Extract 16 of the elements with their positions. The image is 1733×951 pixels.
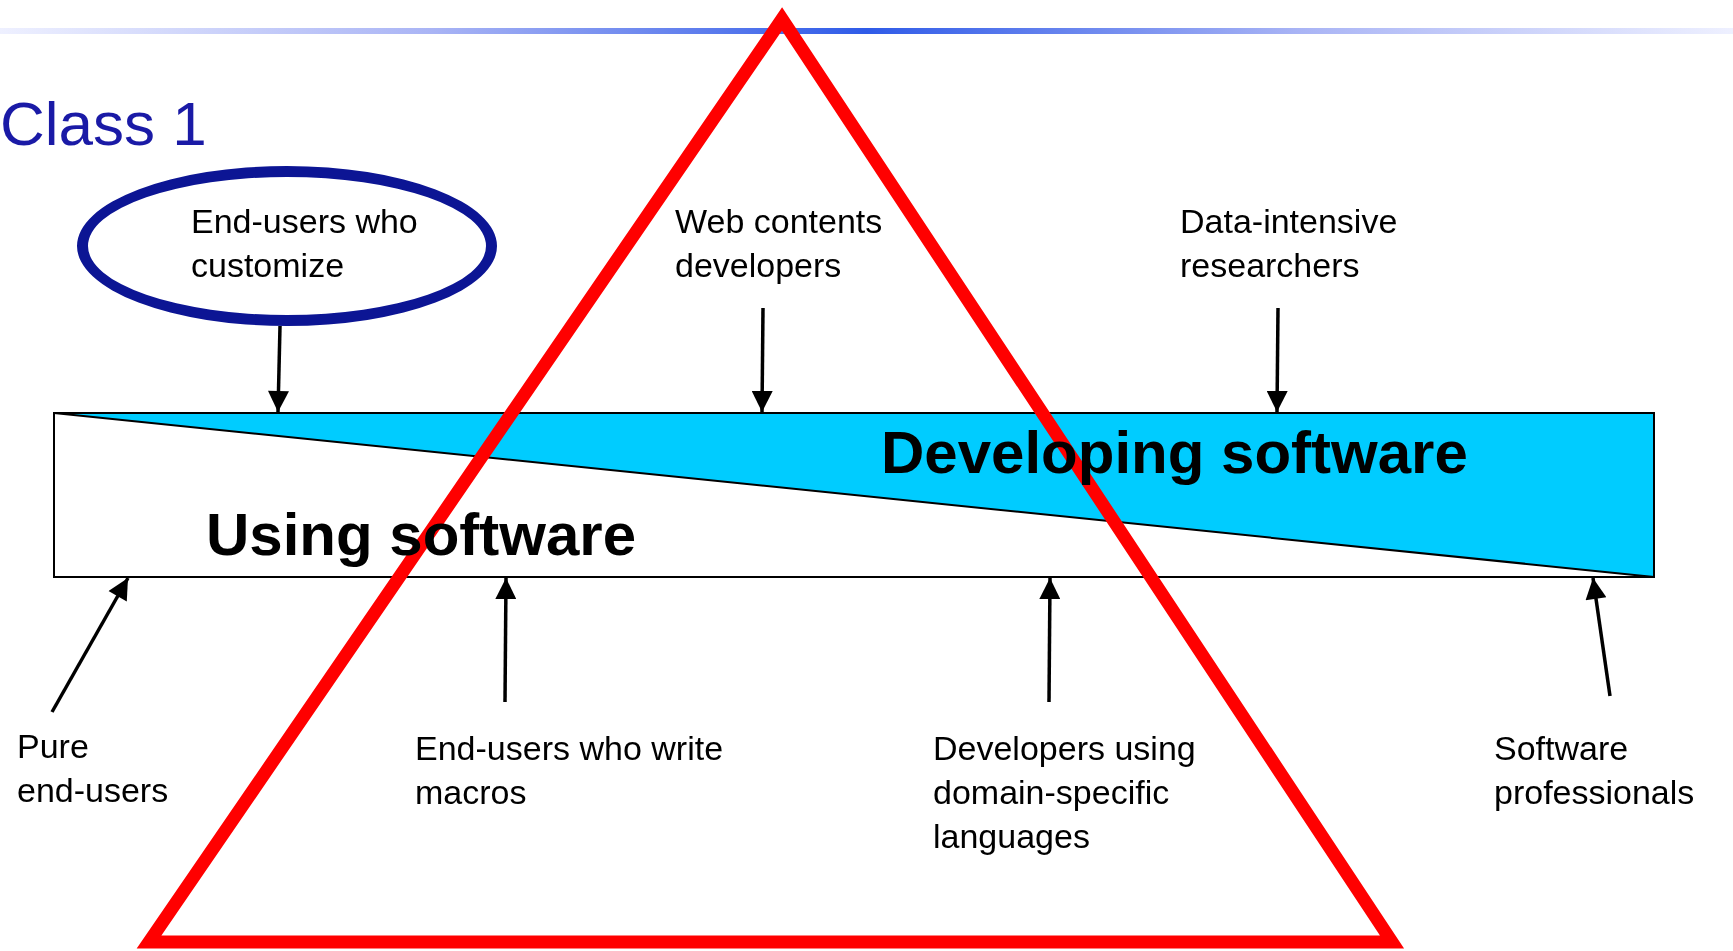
slide-title: Class 1 xyxy=(0,88,207,160)
arrow xyxy=(50,577,130,713)
group-label: Pure end-users xyxy=(17,712,177,822)
group-label: Web contents developers xyxy=(675,199,975,308)
group-label: Developers using domain-specific languages xyxy=(933,702,1218,862)
group-label: End-users who write macros xyxy=(415,702,775,822)
group-label: Software professionals xyxy=(1494,696,1714,816)
arrow xyxy=(1266,308,1288,412)
arrow xyxy=(751,308,773,412)
arrow xyxy=(268,325,289,413)
arrow xyxy=(1585,577,1612,697)
group-label: End-users who customize xyxy=(191,201,419,286)
arrow xyxy=(495,578,517,702)
highlight-ellipse xyxy=(77,166,497,326)
group-label: Data-intensive researchers xyxy=(1180,199,1480,308)
arrow xyxy=(1039,578,1061,702)
